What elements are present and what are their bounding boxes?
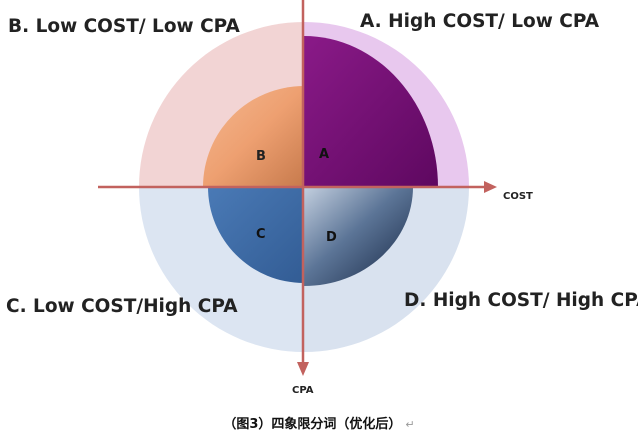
x-axis-label: COST	[503, 191, 533, 202]
inner-quadrant-a	[304, 36, 438, 187]
quadrant-c-label: C. Low COST/High CPA	[6, 296, 238, 317]
x-axis-arrow	[484, 181, 497, 193]
y-axis-label: CPA	[292, 385, 314, 396]
return-mark-icon: ↵	[405, 418, 415, 431]
inner-quadrant-c	[208, 187, 304, 283]
inner-quadrant-b	[203, 86, 304, 187]
letter-c: C	[256, 227, 266, 242]
letter-d: D	[326, 230, 337, 245]
quadrant-d-label: D. High COST/ High CPA	[404, 290, 638, 311]
inner-quadrant-d	[304, 187, 413, 286]
letter-a: A	[319, 147, 329, 162]
quadrant-a-label: A. High COST/ Low CPA	[360, 11, 600, 32]
letter-b: B	[256, 149, 266, 164]
caption-text: （图3）四象限分词（优化后）	[223, 417, 402, 432]
quadrant-b-label: B. Low COST/ Low CPA	[8, 16, 240, 37]
figure-caption: （图3）四象限分词（优化后）↵	[0, 413, 638, 432]
y-axis-arrow	[297, 362, 309, 376]
